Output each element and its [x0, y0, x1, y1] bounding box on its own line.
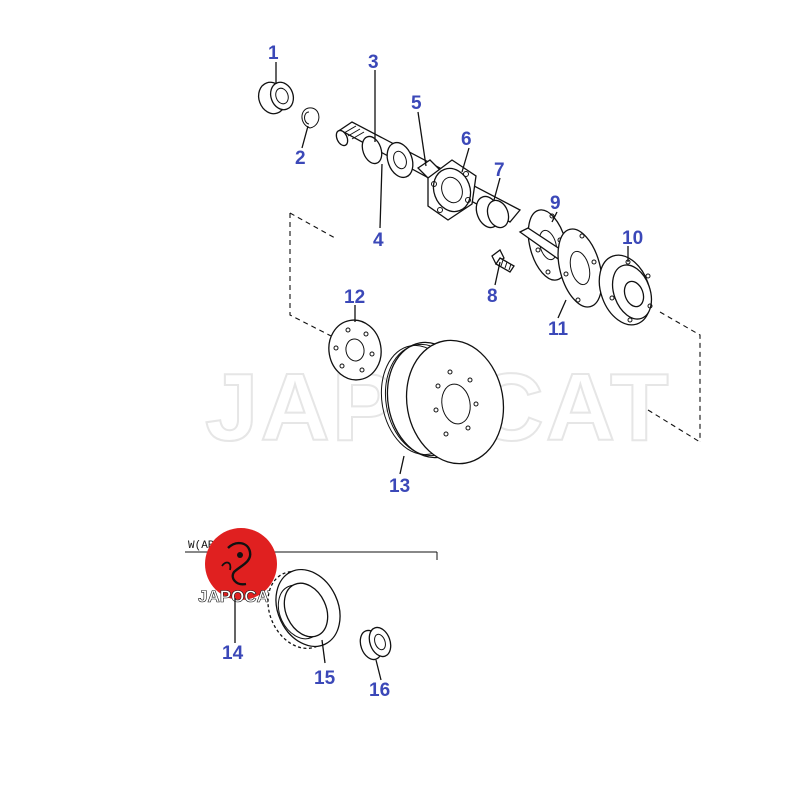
- callout-16: 16: [369, 680, 390, 701]
- callout-6: 6: [461, 129, 472, 150]
- leader-lines: [234, 62, 629, 681]
- callout-11: 11: [548, 319, 569, 340]
- part-13-brake-drum[interactable]: [373, 333, 513, 472]
- part-7-bearing-collar[interactable]: [472, 193, 512, 231]
- callout-15: 15: [314, 668, 336, 689]
- callout-14: 14: [222, 643, 244, 664]
- part-15-abs-sensor-rotor[interactable]: [256, 559, 352, 659]
- part-12-shim-plate[interactable]: [324, 316, 386, 384]
- callout-2: 2: [295, 148, 306, 169]
- logo-text: JAPOCAT: [198, 587, 279, 606]
- variant-label: W(AB: [188, 540, 215, 552]
- part-2-snap-ring[interactable]: [301, 107, 320, 129]
- part-4-bearing[interactable]: [359, 134, 418, 181]
- callout-1: 1: [268, 43, 279, 64]
- part-8-hub-bolt[interactable]: [491, 249, 515, 273]
- callout-4: 4: [373, 230, 384, 251]
- assembly-outline: [289, 212, 701, 443]
- callout-5: 5: [411, 93, 422, 114]
- callout-12: 12: [344, 287, 365, 308]
- callout-8: 8: [487, 286, 498, 307]
- callout-7: 7: [494, 160, 505, 181]
- japocat-logo: JAPOCAT: [198, 528, 279, 606]
- callout-10: 10: [622, 228, 643, 249]
- callouts: 1 2 3 4 5 6 7 8 9 10 11 12 13 14 15 16: [222, 43, 643, 701]
- callout-3: 3: [368, 52, 379, 73]
- part-16-oil-seal[interactable]: [356, 624, 394, 662]
- callout-13: 13: [389, 476, 410, 497]
- callout-9: 9: [550, 193, 561, 214]
- part-6-bearing-retainer[interactable]: [427, 159, 477, 221]
- part-10-axle-hub[interactable]: [590, 248, 660, 332]
- part-11-hub-flange[interactable]: [550, 224, 609, 312]
- part-1-oil-seal[interactable]: [254, 79, 297, 118]
